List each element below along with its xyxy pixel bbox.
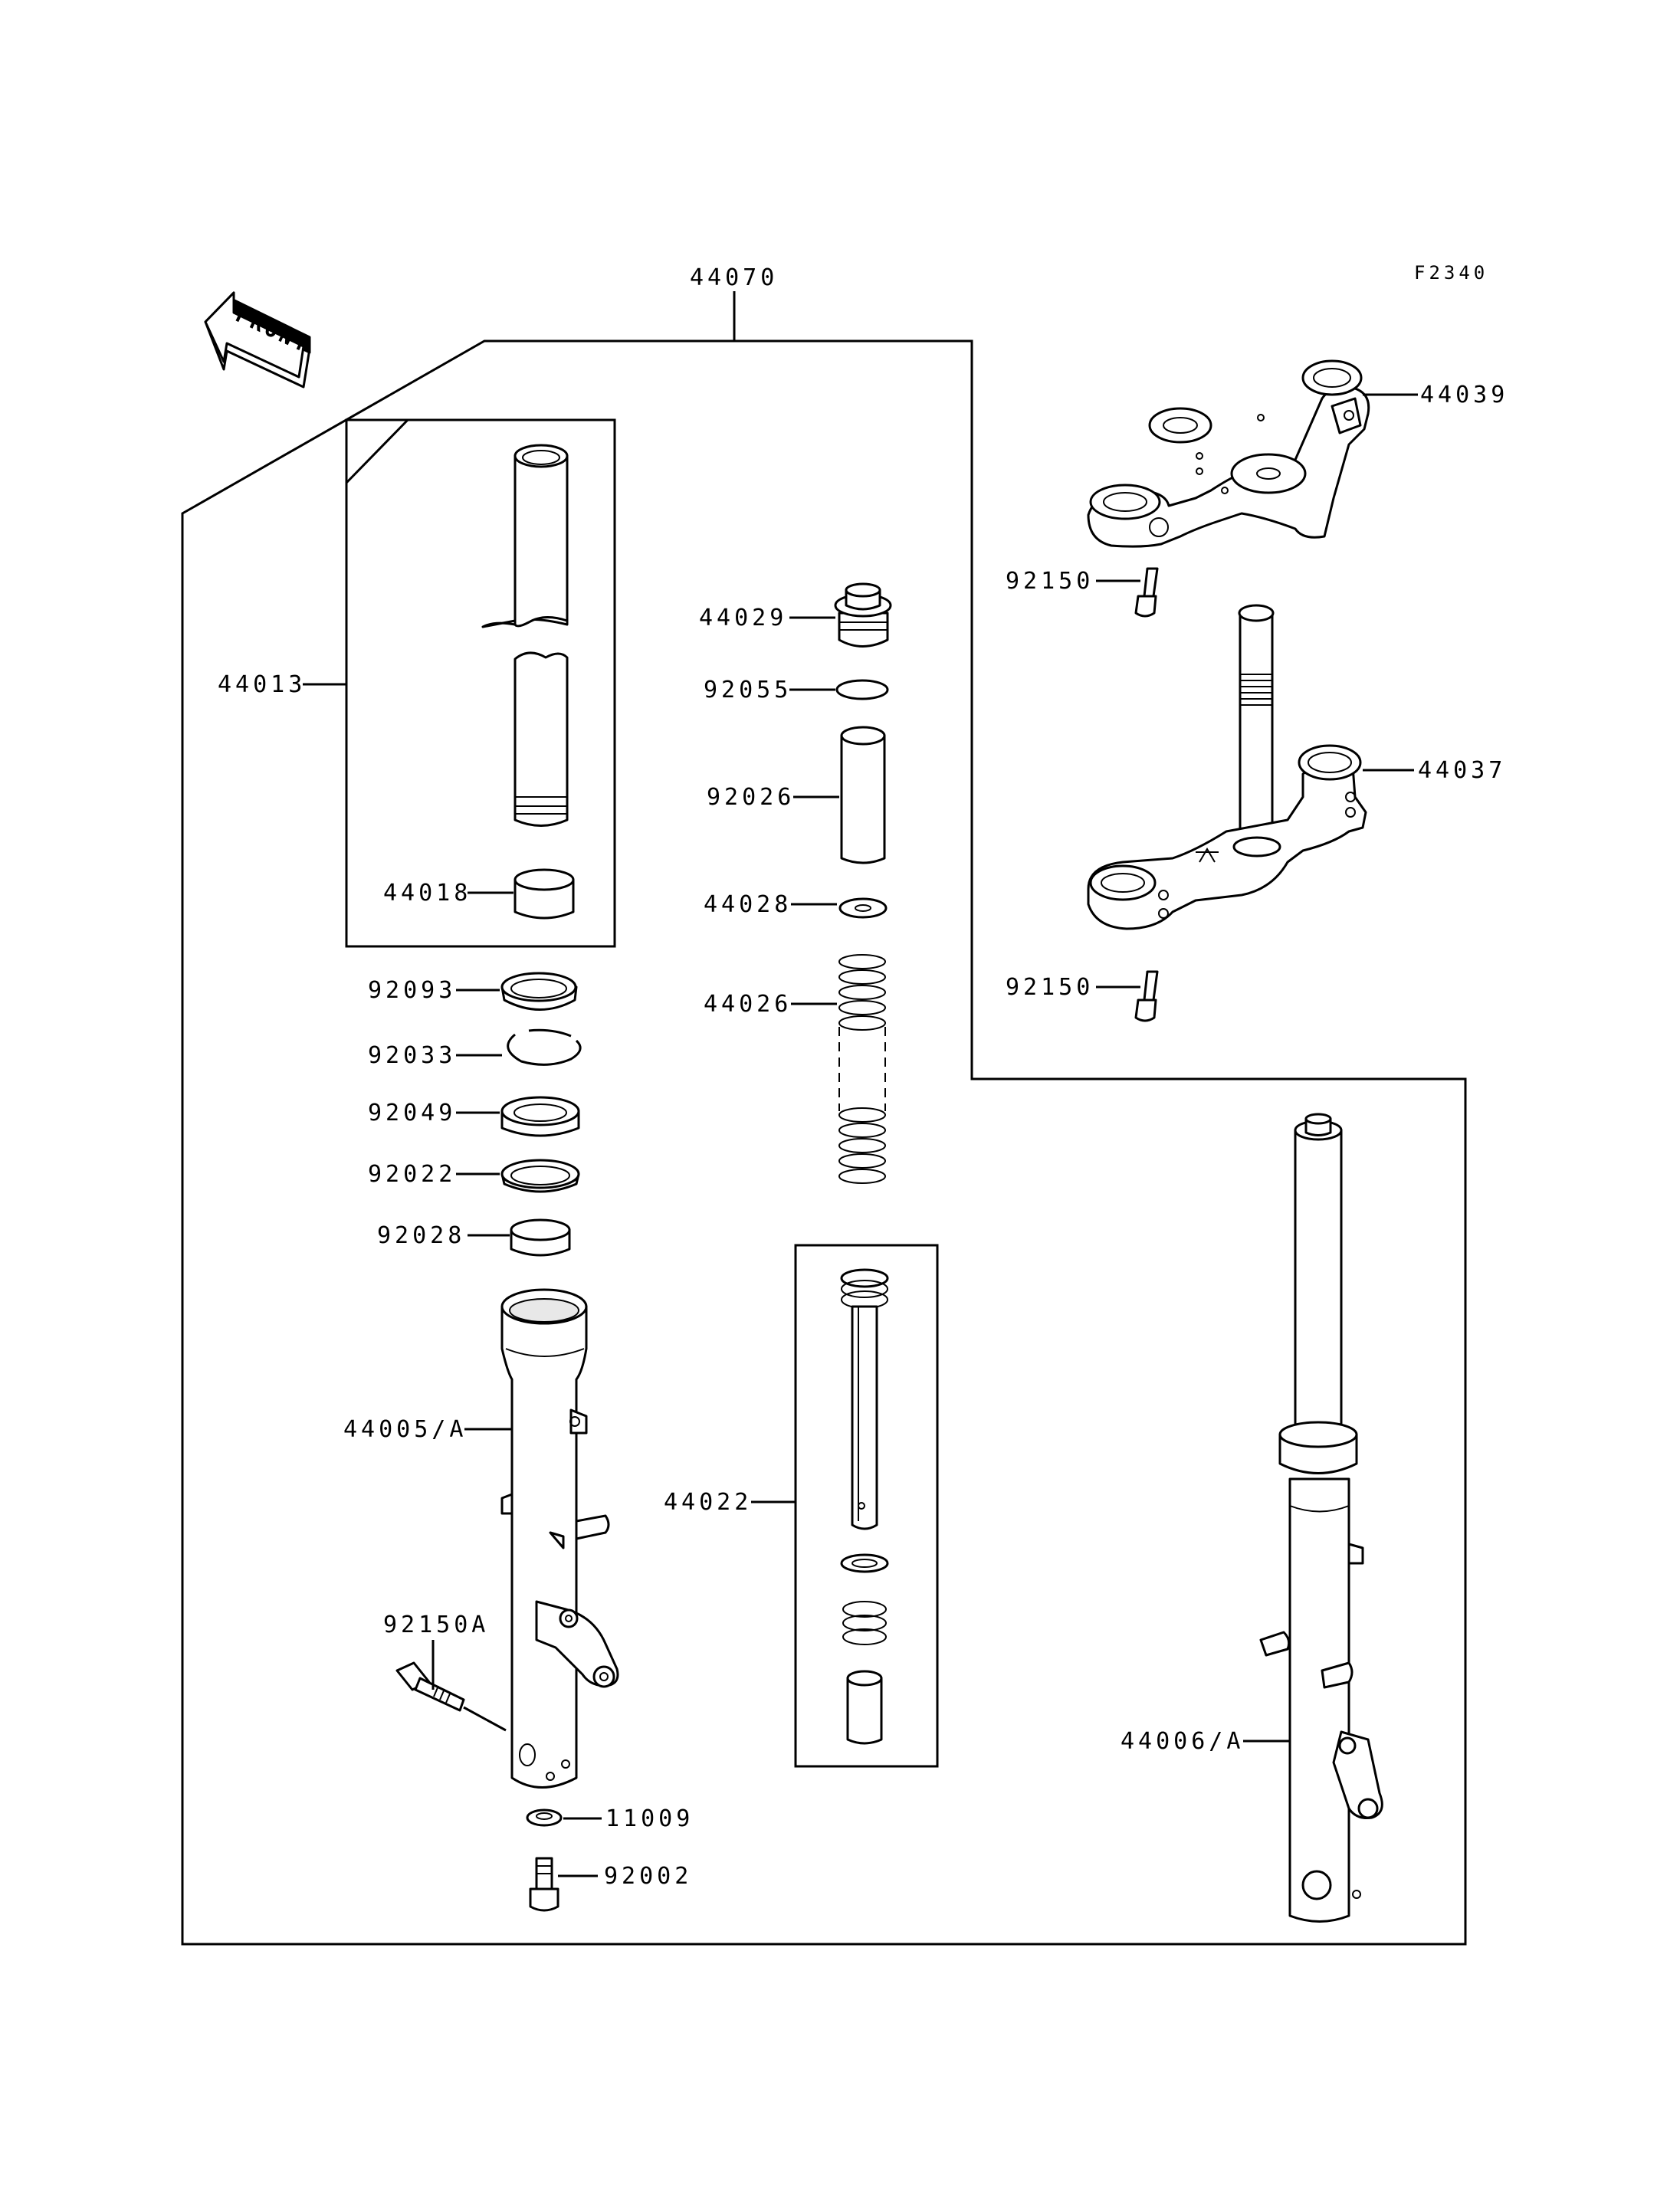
oring-part (835, 679, 889, 700)
seat-part (838, 897, 888, 919)
outer-tube-left-part (500, 1288, 619, 1789)
bolt-stem-part (1134, 970, 1159, 1022)
stem-part (1087, 604, 1367, 930)
label-outer-tube-right: 44006/A (1121, 1728, 1244, 1755)
washer-part (500, 1159, 580, 1193)
bushing-lower-part (510, 1218, 571, 1257)
label-bolt-top: 92150 (1006, 568, 1094, 595)
label-inner-tube: 44013 (218, 671, 306, 698)
box-corner (345, 418, 409, 484)
label-oring: 92055 (704, 677, 792, 703)
circlip-part (507, 1028, 582, 1066)
label-outer-tube-left: 44005/A (343, 1416, 467, 1443)
assembly-outline (181, 339, 1467, 1946)
bottom-bolt-part (529, 1857, 559, 1912)
label-bushing-lower: 92028 (377, 1222, 465, 1249)
oil-seal-part (500, 1096, 580, 1137)
dust-seal-part (500, 972, 578, 1011)
label-bushing: 44018 (383, 880, 471, 907)
bolt-caliper-part (395, 1661, 465, 1712)
label-cap: 44029 (699, 605, 787, 631)
figure-code: F2340 (1414, 262, 1488, 284)
outer-tube-right-part (1259, 1113, 1383, 1923)
label-bolt-stem: 92150 (1006, 974, 1094, 1001)
label-bottom-bolt: 92002 (604, 1863, 692, 1890)
label-bolt-caliper: 92150A (383, 1612, 489, 1638)
label-seat: 44028 (704, 891, 792, 918)
label-washer-seal: 92022 (368, 1161, 456, 1188)
leader-92150a (463, 1706, 507, 1732)
label-oil-seal: 92049 (368, 1100, 456, 1126)
top-bracket-part (1087, 359, 1370, 548)
cap-part (834, 582, 892, 648)
label-damper: 44022 (664, 1489, 752, 1516)
bushing-part (514, 868, 575, 920)
label-spacer: 92026 (707, 784, 795, 811)
bolt-top-part (1134, 567, 1159, 618)
label-dust-seal: 92093 (368, 977, 456, 1004)
damper-box (794, 1244, 939, 1768)
inner-tube-part (481, 444, 569, 827)
label-spring: 44026 (704, 991, 792, 1018)
front-arrow-icon: FRONT (204, 291, 315, 389)
inner-tube-box (345, 418, 616, 948)
label-assy: 44070 (690, 264, 778, 291)
gasket-part (526, 1808, 563, 1827)
label-stem: 44037 (1418, 757, 1506, 784)
label-top-bracket: 44039 (1420, 382, 1508, 408)
label-circlip: 92033 (368, 1042, 456, 1069)
damper-part (840, 1268, 889, 1745)
spacer-part (840, 726, 886, 864)
spring-part (838, 954, 886, 1184)
label-gasket: 11009 (605, 1805, 694, 1832)
